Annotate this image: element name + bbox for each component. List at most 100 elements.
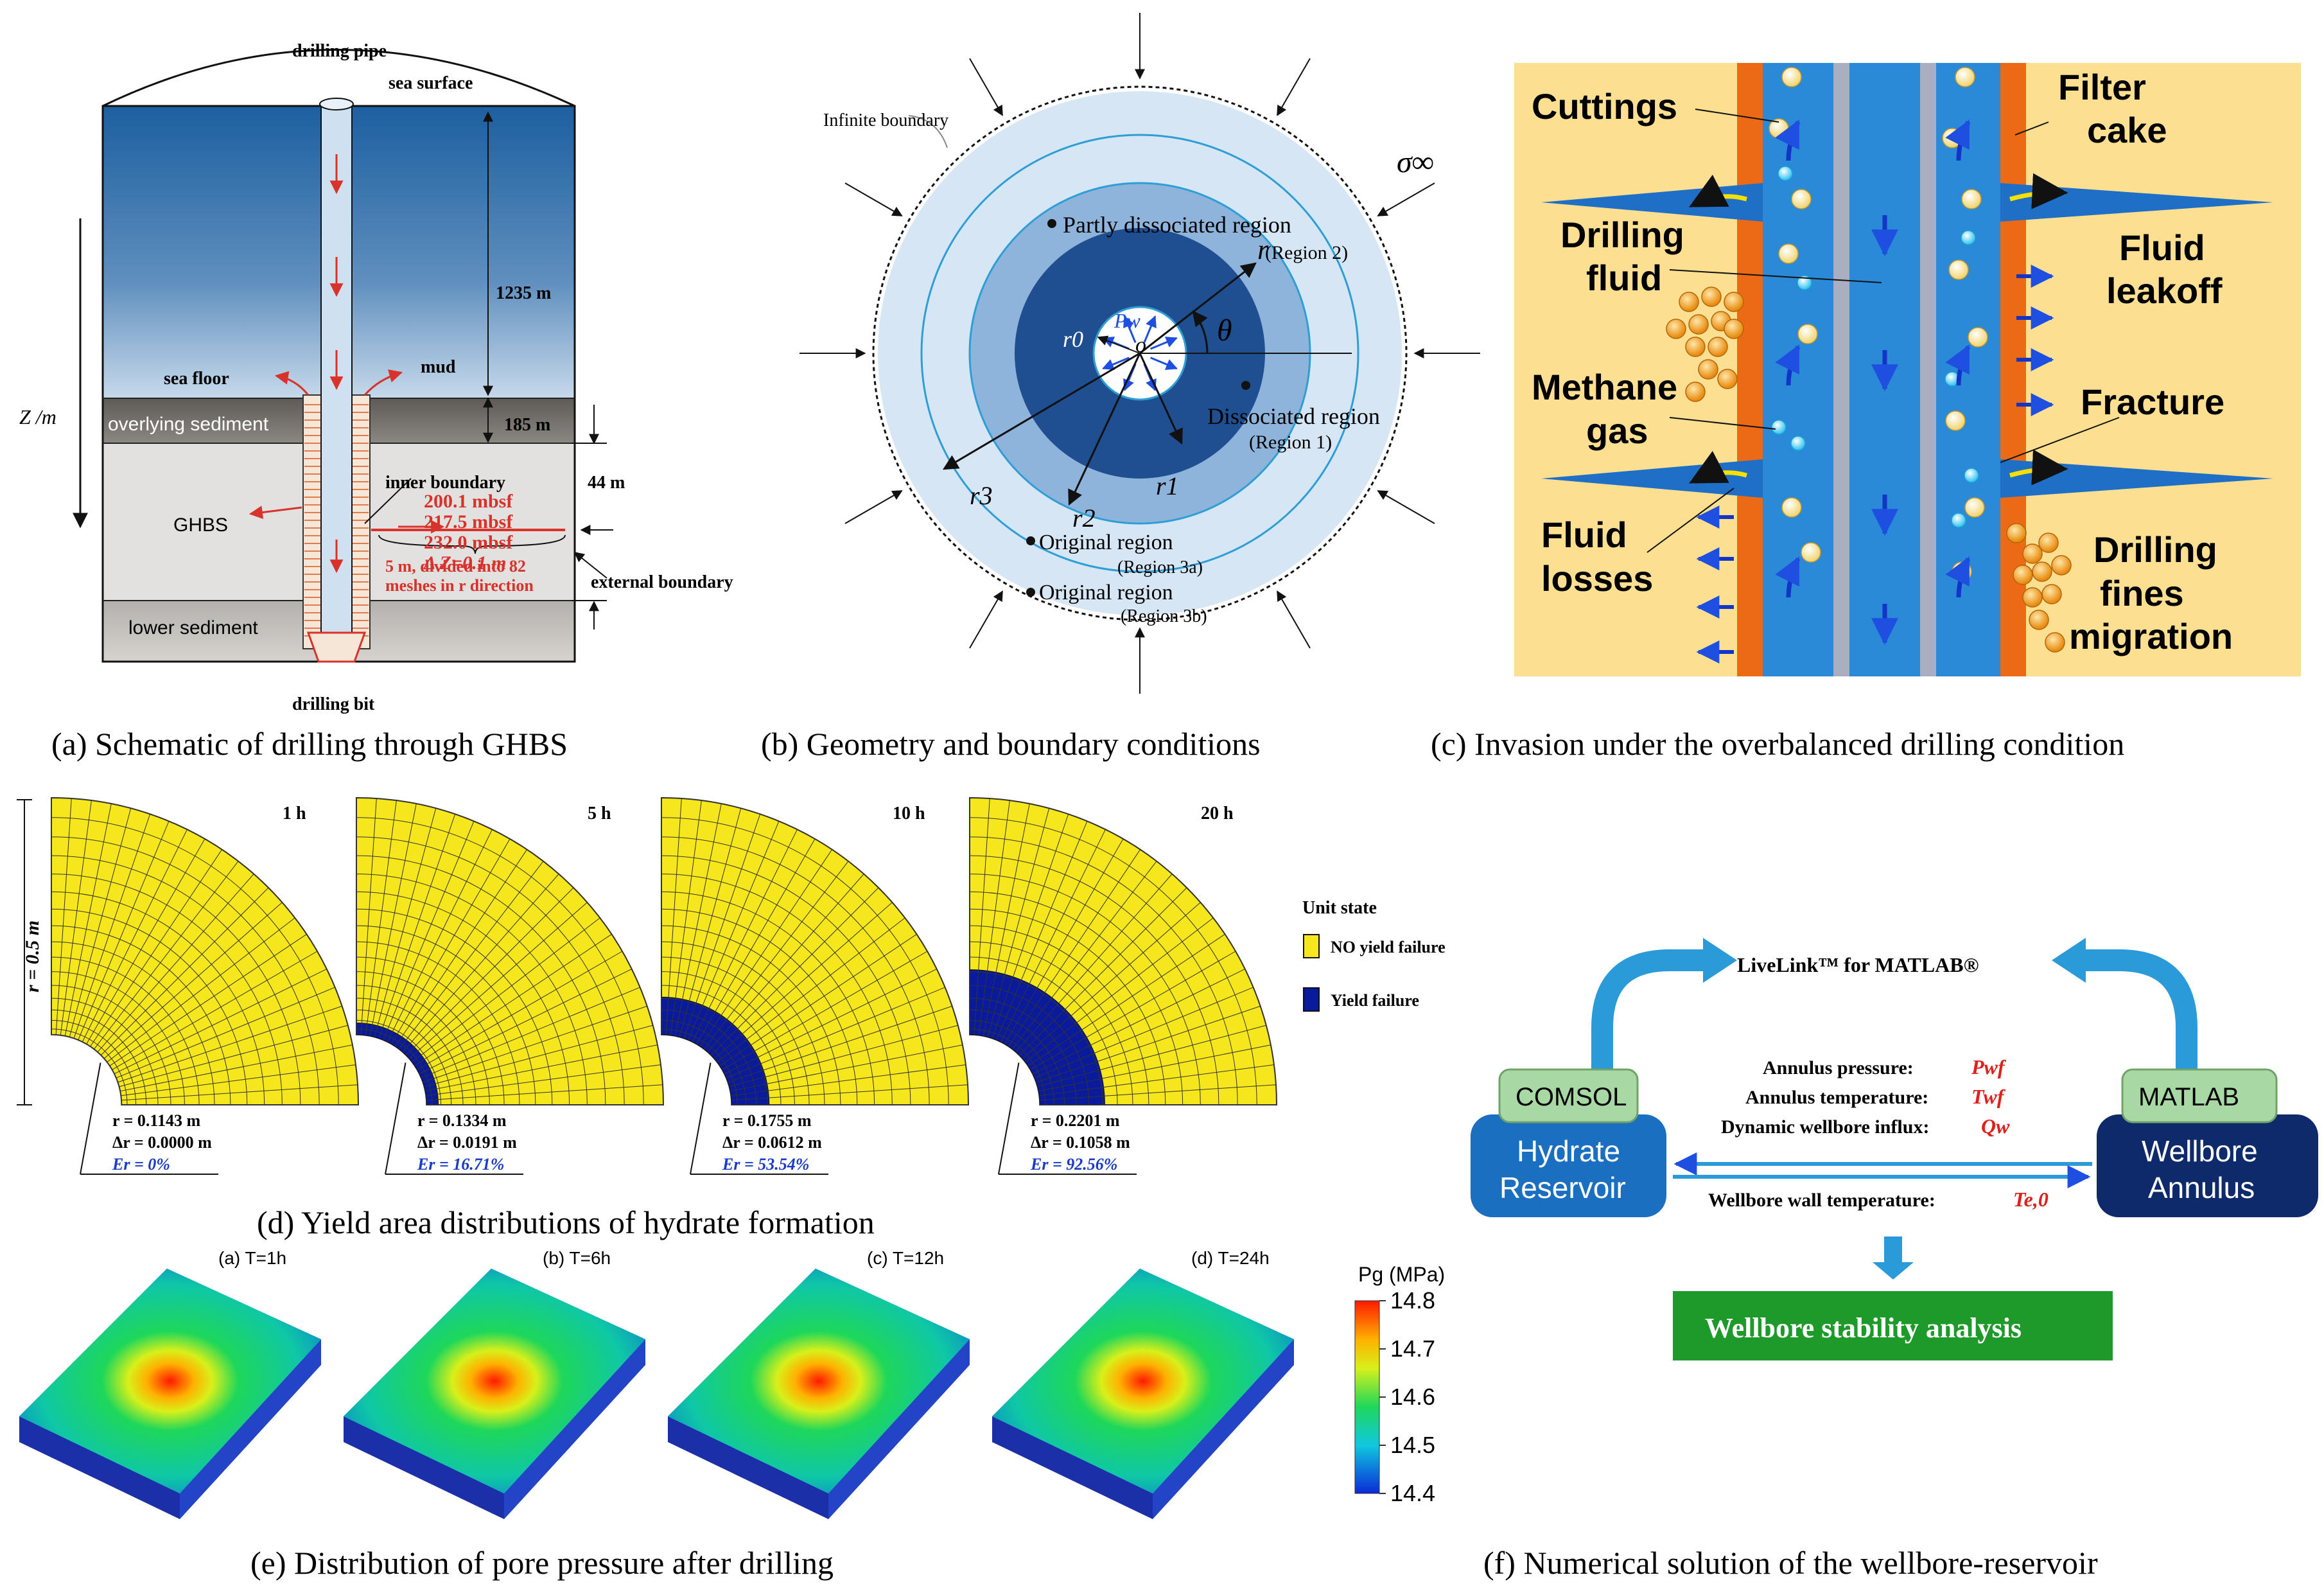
annulus-right [1936,63,2000,676]
label-mesh-1: 5 m, divided into 82 [385,557,526,576]
label-depth-44: 44 m [588,473,625,493]
pipe-wall-right [1920,63,1936,676]
dr-value-1: Δr = 0.0000 m [112,1133,212,1152]
dr-value-3: Δr = 0.0612 m [722,1133,822,1152]
label-r3: r3 [970,481,993,510]
symbol-te0: Te,0 [2013,1188,2049,1211]
label-annulus: Annulus [2148,1171,2255,1204]
label-wellbore: Wellbore [2142,1134,2258,1168]
r-value-1: r = 0.1143 m [112,1111,200,1130]
r-value-3: r = 0.1755 m [722,1111,812,1130]
label-original-region-a: Original region [1039,531,1173,554]
label-methane-2: gas [1586,410,1648,451]
caption-f: (f) Numerical solution of the wellbore-r… [1483,1545,2098,1581]
label-drilling-bit: drilling bit [292,694,375,714]
label-infinite-boundary: Infinite boundary [823,110,948,130]
pressure-slab-3: (c) T=12h [668,1248,970,1519]
label-depth-1235: 1235 m [496,283,551,303]
time-label-3: 10 h [893,804,925,823]
label-reservoir: Reservoir [1499,1171,1626,1204]
label-external-boundary: external boundary [591,572,733,592]
label-r1: r1 [1156,471,1179,500]
label-r2: r2 [1072,504,1096,532]
label-depth-185: 185 m [504,415,550,435]
label-fines-1: Drilling [2093,529,2217,570]
dr-value-4: Δr = 0.1058 m [1031,1133,1130,1152]
label-delta-z: Δ Z=0.1 m [423,552,506,574]
label-livelink: LiveLink™ for MATLAB® [1737,953,1979,976]
label-r0: r0 [1063,326,1083,352]
label-mesh-2: meshes in r direction [385,576,534,595]
time-label-2: 5 h [588,804,611,823]
label-sea-floor: sea floor [164,369,229,389]
legend-swatch-yield [1303,987,1320,1012]
er-value-2: Er = 16.71% [417,1155,504,1174]
label-drilling-fluid-1: Drilling [1560,215,1684,255]
label-cuttings: Cuttings [1532,86,1677,127]
label-dissociated-region: Dissociated region [1207,403,1380,429]
panel-f-numerical-solution: LiveLink™ for MATLAB® COMSOL Hydrate Res… [1471,938,2318,1360]
quarter-mesh-1: 1 h r = 0.1143 m Δr = 0.0000 m Er = 0% [51,796,360,1175]
label-sigma-infinity: σ∞ [1397,145,1434,179]
er-value-1: Er = 0% [112,1155,170,1174]
label-region-2: (Region 2) [1265,242,1348,263]
legend-swatch-no-yield [1303,934,1320,958]
label-wall-temperature: Wellbore wall temperature: [1708,1190,1935,1211]
quarter-mesh-4: 20 hr = 0.2201 mΔr = 0.1058 mEr = 92.56% [969,796,1278,1175]
label-matlab: MATLAB [2138,1083,2239,1111]
er-value-4: Er = 92.56% [1030,1155,1117,1174]
colorbar-tick-5: 14.4 [1390,1480,1435,1506]
label-mbsf-2: 217.5 mbsf [424,511,513,532]
symbol-pwf: Pwf [1971,1055,2007,1078]
time-label-e-3: (c) T=12h [867,1248,944,1268]
label-comsol: COMSOL [1516,1083,1627,1111]
dr-value-2: Δr = 0.0191 m [417,1133,517,1152]
label-stability-analysis: Wellbore stability analysis [1705,1312,2022,1344]
label-sea-surface: sea surface [389,73,473,93]
arrow-comsol-to-livelink [1591,949,1705,1073]
panel-a-drilling-schematic: drilling pipe sea surface 1235 m sea flo… [19,41,733,714]
label-drilling-fluid-2: fluid [1586,258,1662,298]
comsol-tag [1498,1068,1639,1123]
drilling-bit [306,631,367,663]
label-mud: mud [421,357,456,377]
pipe-wall-left [1833,63,1849,676]
panel-c-invasion: Cuttings Filter cake Drilling fluid Flui… [1514,63,2301,676]
fracture-right-upper [2000,183,2273,222]
colorbar-tick-4: 14.5 [1390,1432,1435,1458]
label-original-region-b: Original region [1039,581,1173,604]
label-overlying-sediment: overlying sediment [108,414,269,435]
legend-yield: Yield failure [1331,991,1419,1010]
caption-e: (e) Distribution of pore pressure after … [250,1545,834,1581]
label-losses-2: losses [1541,558,1653,599]
colorbar-tick-1: 14.8 [1390,1287,1435,1314]
legend-title: Unit state [1302,898,1377,918]
time-label-4: 20 h [1201,804,1234,823]
label-region-3a: (Region 3a) [1117,558,1203,577]
caption-b: (b) Geometry and boundary conditions [761,726,1261,762]
fracture-right-lower [2000,459,2273,498]
label-region-1: (Region 1) [1249,432,1332,453]
pressure-slab-1: (a) T=1h [19,1248,321,1519]
symbol-qw: Qw [1981,1114,2010,1138]
time-label-1: 1 h [283,804,306,823]
label-leakoff-2: leakoff [2106,270,2223,311]
colorbar [1354,1300,1380,1494]
label-fines-3: migration [2069,616,2233,656]
label-pw: Pw [1114,309,1141,332]
label-filter-2: cake [2087,110,2167,150]
label-region-3b: (Region 3b) [1121,606,1207,626]
colorbar-tick-3: 14.6 [1390,1384,1435,1410]
filter-cake-left [1737,63,1763,676]
label-lower-sediment: lower sediment [128,617,258,638]
arrow-to-stability [1873,1262,1914,1280]
panel-b-geometry: Infinite boundary σ∞ Partly dissociated … [799,13,1480,694]
quarter-mesh-2: 5 hr = 0.1334 mΔr = 0.0191 mEr = 16.71% [356,796,665,1175]
label-drilling-pipe: drilling pipe [292,41,387,61]
label-origin-o: o [1135,333,1146,357]
arrow-matlab-to-livelink [2084,949,2197,1073]
pressure-slab-2: (b) T=6h [344,1248,645,1519]
label-inner-boundary: inner boundary [385,473,505,493]
label-fines-2: fines [2100,573,2184,613]
